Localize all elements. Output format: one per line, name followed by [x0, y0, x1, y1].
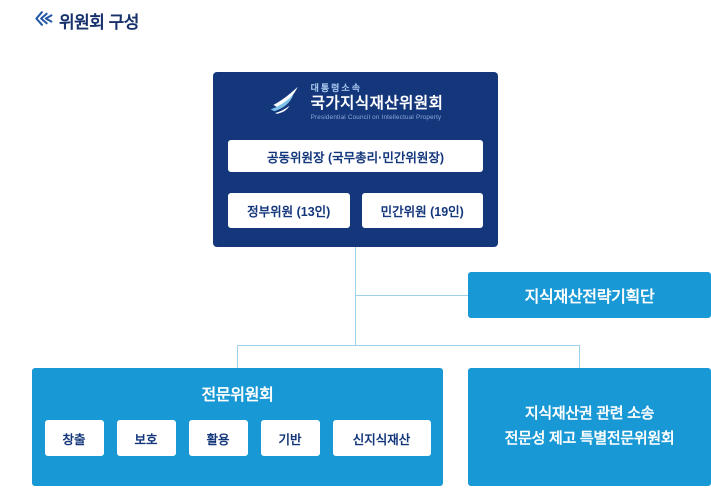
expert-committee-box: 전문위원회 창출 보호 활용 기반 신지식재산 [32, 368, 443, 486]
page-title: 위원회 구성 [34, 8, 139, 33]
member-box-government: 정부위원 (13인) [228, 193, 350, 228]
council-logo-icon [268, 83, 304, 121]
wing-chevron-icon [34, 9, 53, 33]
connector-branch-strategy [355, 295, 468, 296]
expert-committee-title: 전문위원회 [201, 387, 274, 404]
council-box: 대통령소속 국가지식재산위원회 Presidential Council on … [213, 72, 498, 247]
member-box-private: 민간위원 (19인) [361, 193, 483, 228]
members-row: 정부위원 (13인) 민간위원 (19인) [228, 193, 483, 228]
special-committee-box: 지식재산권 관련 소송 전문성 제고 특별전문위원회 [468, 368, 711, 486]
special-committee-line1: 지식재산권 관련 소송 [524, 405, 655, 423]
council-name-en: Presidential Council on Intellectual Pro… [310, 113, 442, 121]
page-title-label: 위원회 구성 [59, 13, 139, 32]
connector-vertical-main [355, 247, 356, 345]
subcommittee-box-utilization: 활용 [188, 420, 248, 456]
council-affiliation: 대통령소속 [310, 83, 362, 93]
council-logo: 대통령소속 국가지식재산위원회 Presidential Council on … [213, 83, 498, 121]
connector-drop-left [237, 345, 238, 368]
subcommittee-box-foundation: 기반 [260, 420, 320, 456]
connector-drop-right [579, 345, 580, 368]
subcommittee-box-creation: 창출 [44, 420, 104, 456]
council-name: 국가지식재산위원회 [310, 95, 444, 113]
special-committee-line2: 전문성 제고 특별전문위원회 [504, 430, 675, 447]
connector-horizontal-bottom [237, 345, 580, 346]
strategy-group-box: 지식재산전략기획단 [468, 272, 711, 318]
subcommittee-box-protection: 보호 [116, 420, 176, 456]
subcommittee-row: 창출 보호 활용 기반 신지식재산 [32, 420, 443, 456]
cochair-box: 공동위원장 (국무총리·민간위원장) [228, 140, 483, 172]
subcommittee-box-new-ip: 신지식재산 [332, 420, 431, 456]
